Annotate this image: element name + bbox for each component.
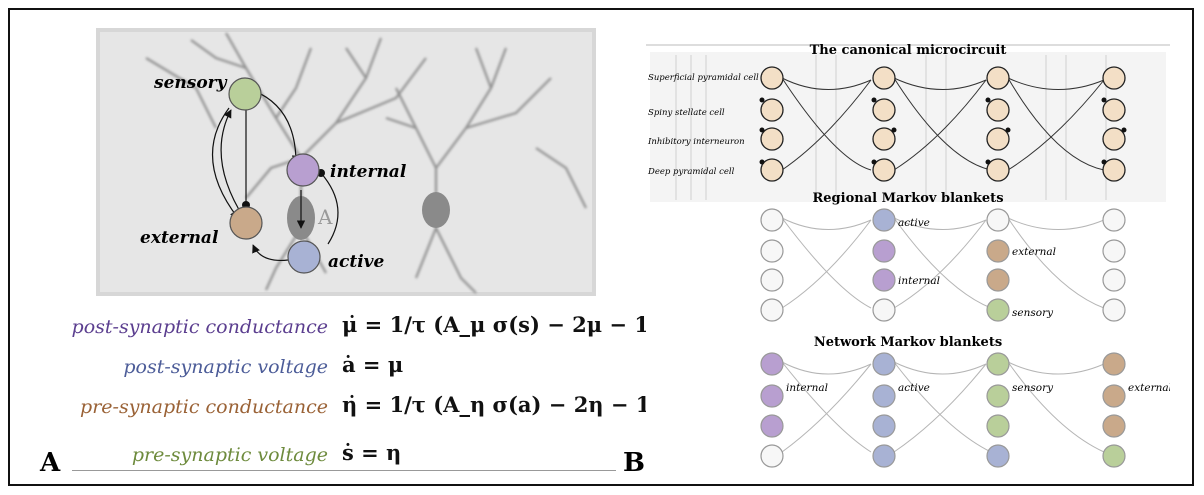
network-active-label: active: [898, 382, 930, 394]
equation-formula: μ̇ = 1/τ (A_μ σ(s) − 2μ − 1/τ a): [342, 312, 702, 337]
canonical-title: The canonical microcircuit: [810, 43, 1007, 58]
external-to-sensory-arrow: [220, 109, 245, 219]
panel-b-letter: B: [623, 448, 645, 478]
regional-internal-label: internal: [898, 275, 940, 287]
network-connections: [781, 361, 1105, 453]
regional-sensory-label: sensory: [1012, 307, 1054, 319]
active-to-internal-link: [320, 172, 339, 245]
microcircuit-connections: [781, 77, 1105, 171]
network-external-label: external: [1128, 382, 1170, 394]
active-to-external-arrow: [252, 244, 289, 262]
equation-label: pre-synaptic voltage: [131, 444, 328, 466]
active-node: [287, 240, 321, 274]
microcircuit-background: [650, 52, 1166, 202]
neuron-soma-2: [422, 192, 450, 228]
panel-b-diagram: The canonical microcircuit Superficial p…: [646, 40, 1170, 480]
external-node: [229, 206, 263, 240]
equation-formula: ȧ = μ: [342, 352, 404, 377]
sensory-to-external-arrow: [211, 107, 239, 219]
cell-type-label: Spiny stellate cell: [648, 108, 725, 118]
network-title: Network Markov blankets: [814, 335, 1002, 350]
equation-formula: η̇ = 1/τ (A_η σ(a) − 2η − 1/τ s): [342, 392, 702, 417]
figure-frame: [8, 8, 1194, 486]
neuron-mark-label: A: [317, 205, 333, 229]
equation-formula: ṡ = η: [342, 440, 402, 465]
microcircuit-columns: [759, 66, 1127, 182]
active-label: active: [328, 252, 385, 272]
regional-title: Regional Markov blankets: [812, 191, 1003, 206]
external-label: external: [140, 228, 219, 248]
equation-label: post-synaptic voltage: [123, 356, 328, 378]
network-columns: [760, 352, 1126, 468]
equation-row: post-synaptic voltage ȧ = μ: [60, 352, 620, 384]
panel-a-letter: A: [40, 448, 61, 478]
regional-connections: [781, 217, 1105, 309]
network-sensory-label: sensory: [1012, 382, 1054, 394]
equation-row: pre-synaptic conductance η̇ = 1/τ (A_η σ…: [60, 392, 701, 424]
internal-label: internal: [330, 162, 407, 182]
internal-node: [286, 153, 320, 187]
cell-type-label: Deep pyramidal cell: [647, 167, 735, 177]
cell-type-label: Inhibitory interneuron: [647, 137, 745, 147]
equation-row: pre-synaptic voltage ṡ = η: [60, 440, 620, 472]
equation-label: pre-synaptic conductance: [80, 396, 328, 418]
equation-row: post-synaptic conductance μ̇ = 1/τ (A_μ …: [60, 312, 702, 344]
sensory-label: sensory: [153, 73, 228, 93]
regional-active-label: active: [898, 217, 930, 229]
cell-type-label: Superficial pyramidal cell: [648, 73, 759, 83]
panel-a-diagram: A sensory internal external active: [96, 28, 596, 296]
equation-label: post-synaptic conductance: [71, 316, 328, 338]
regional-columns: [760, 208, 1126, 322]
regional-external-label: external: [1012, 246, 1056, 258]
sensory-node: [228, 77, 262, 111]
panel-a-underline: [72, 470, 616, 471]
network-internal-label: internal: [786, 382, 828, 394]
